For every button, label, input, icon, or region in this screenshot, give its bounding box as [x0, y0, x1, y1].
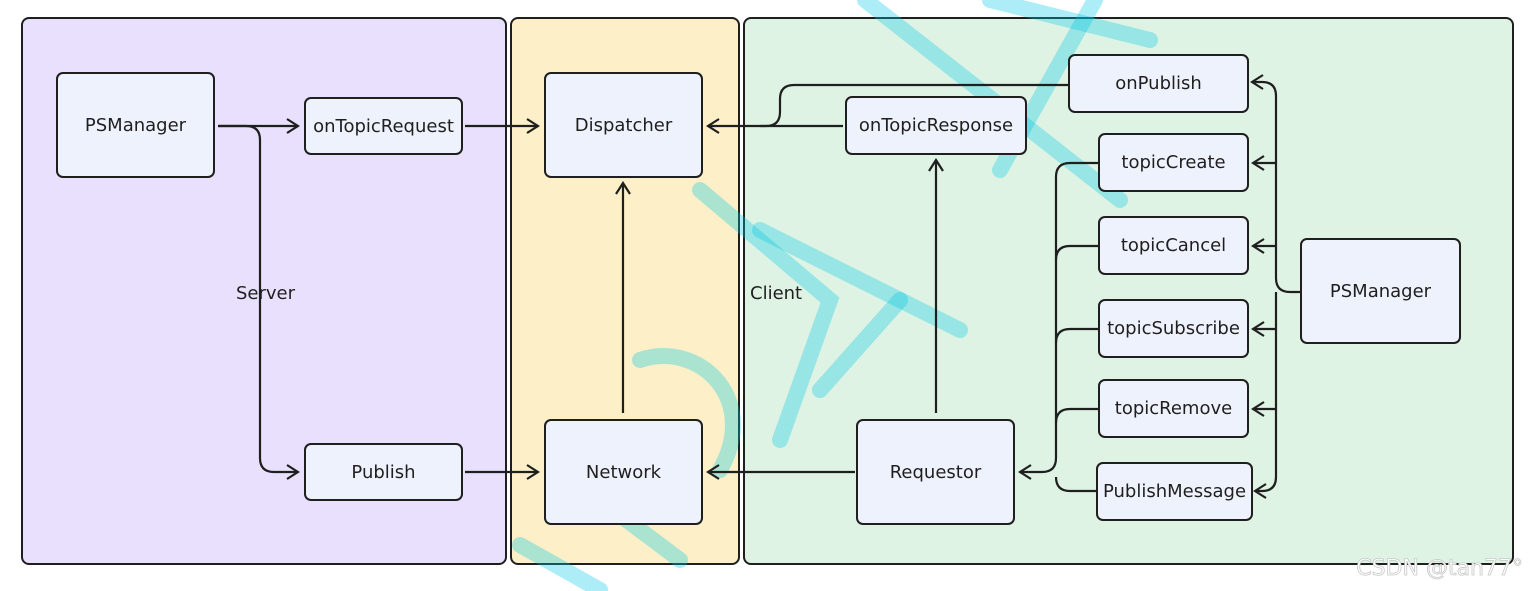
- requestor-node[interactable]: Requestor: [856, 419, 1015, 525]
- publishmessage-node[interactable]: PublishMessage: [1096, 462, 1253, 521]
- topiccreate-node[interactable]: topicCreate: [1098, 133, 1249, 192]
- topiccancel-node[interactable]: topicCancel: [1098, 216, 1249, 275]
- onpublish-node[interactable]: onPublish: [1068, 54, 1249, 113]
- topicsubscribe-node[interactable]: topicSubscribe: [1098, 299, 1249, 358]
- dispatcher-node[interactable]: Dispatcher: [544, 72, 703, 178]
- watermark-credit: CSDN @tan77°: [1356, 556, 1524, 582]
- topicremove-node[interactable]: topicRemove: [1098, 379, 1249, 438]
- client-psmanager-node[interactable]: PSManager: [1300, 238, 1461, 344]
- ontopicresponse-node[interactable]: onTopicResponse: [845, 96, 1027, 155]
- network-node[interactable]: Network: [544, 419, 703, 525]
- client-region-label: Client: [750, 283, 803, 304]
- server-region-label: Server: [236, 283, 296, 304]
- ontopicrequest-node[interactable]: onTopicRequest: [304, 97, 463, 155]
- publish-node[interactable]: Publish: [304, 443, 463, 501]
- server-psmanager-node[interactable]: PSManager: [56, 72, 215, 178]
